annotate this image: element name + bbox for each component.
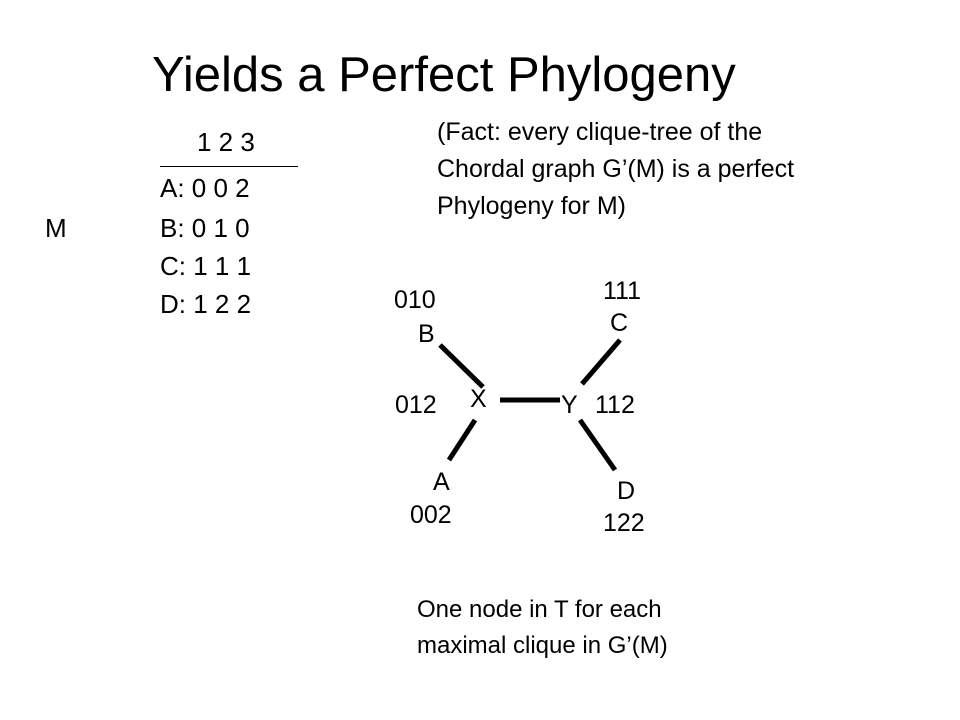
- matrix-column-header: 1 2 3: [197, 127, 255, 157]
- matrix-row-b: B: 0 1 0: [160, 213, 250, 243]
- node-a-code: 002: [410, 501, 452, 529]
- fact-line-3: Phylogeny for M): [437, 192, 626, 220]
- fact-line-2: Chordal graph G’(M) is a perfect: [437, 155, 795, 183]
- fact-note: (Fact: every clique-tree of the Chordal …: [437, 114, 794, 225]
- matrix-header-divider: [160, 166, 298, 167]
- node-y-label: Y: [561, 391, 578, 419]
- caption-note: One node in T for each maximal clique in…: [417, 592, 668, 664]
- matrix-row-a: A: 0 0 2: [160, 173, 250, 203]
- node-c-label: C: [610, 309, 628, 337]
- caption-line-2: maximal clique in G’(M): [417, 632, 668, 659]
- fact-line-1: (Fact: every clique-tree of the: [437, 118, 763, 146]
- node-c-code: 111: [603, 277, 641, 305]
- page-title: Yields a Perfect Phylogeny: [152, 48, 736, 102]
- edge-y-c: [580, 338, 622, 386]
- matrix-row-d: D: 1 2 2: [160, 289, 252, 319]
- matrix-row-c: C: 1 1 1: [160, 251, 252, 281]
- node-y-code: 112: [595, 391, 635, 419]
- node-d-code: 122: [603, 509, 645, 537]
- edge-y-d: [577, 418, 618, 472]
- caption-line-1: One node in T for each: [417, 596, 662, 623]
- node-b-code: 010: [394, 286, 436, 314]
- node-a-label: A: [433, 468, 450, 496]
- edge-x-a: [446, 418, 478, 462]
- node-b-label: B: [418, 320, 435, 348]
- edge-b-x: [438, 343, 485, 389]
- node-x-label: X: [470, 385, 487, 413]
- node-d-label: D: [617, 477, 635, 505]
- node-x-code: 012: [395, 391, 437, 419]
- matrix-name: M: [45, 213, 67, 243]
